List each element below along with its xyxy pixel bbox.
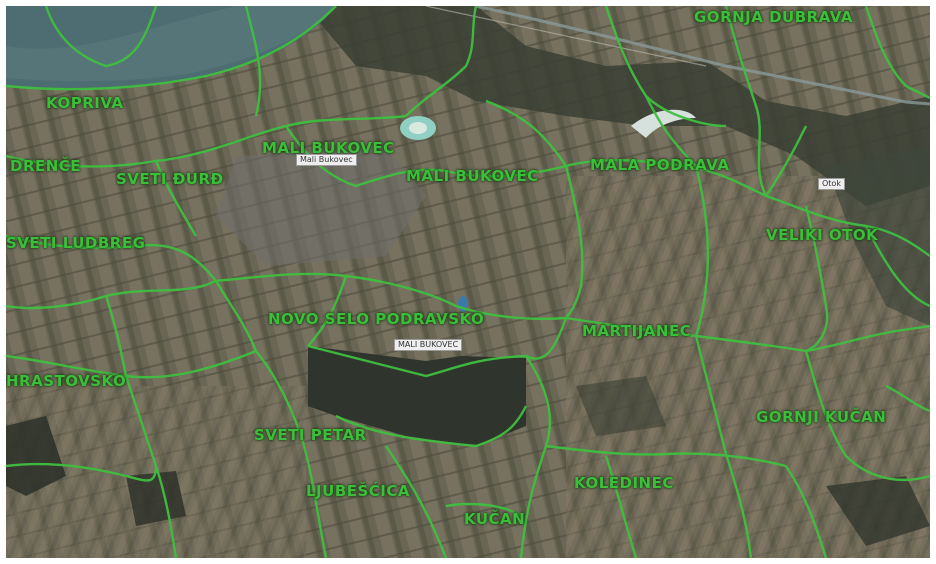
place-label: MALI BUKOVEC [262,139,395,157]
forest-north [306,6,930,206]
place-label: NOVO SELO PODRAVSKO [268,310,485,328]
place-label: KUČAN [464,510,526,528]
place-label: SVETI ĐURĐ [116,170,224,188]
forest-block [308,346,526,446]
place-label: GORNJA DUBRAVA [694,8,853,26]
place-label: MALI BUKOVEC [406,167,539,185]
boundary-lines [6,6,930,558]
place-label: MARTIJANEC [582,322,692,340]
road [425,6,707,67]
forest-patch [826,476,930,546]
place-label: LJUBEŠĆICA [306,482,411,500]
place-label: SVETI PETAR [254,426,367,444]
map-canvas [6,6,930,558]
town-area [216,146,426,266]
place-label: HRASTOVSKO [6,372,127,390]
forest-patch [126,471,186,526]
forest-patch [576,376,666,436]
place-label: MALA PODRAVA [590,156,730,174]
place-label: VELIKI OTOK [766,226,879,244]
place-label: KOPRIVA [46,94,124,112]
lake-shallow [6,6,336,82]
forest-patch [6,416,66,496]
place-label: KOLEDINEC [574,474,674,492]
place-label: DRENČE [10,157,82,175]
settlement-marker[interactable]: MALI BUKOVEC [394,339,463,351]
place-label: GORNJI KUČAN [756,408,887,426]
place-label: SVETI LUDBREG [6,234,146,252]
settlement-marker[interactable]: Otok [818,178,845,190]
gravel-pit [409,122,427,134]
river [475,6,930,106]
forest-east [826,146,930,326]
settlement-marker[interactable]: Mali Bukovec [296,154,357,166]
